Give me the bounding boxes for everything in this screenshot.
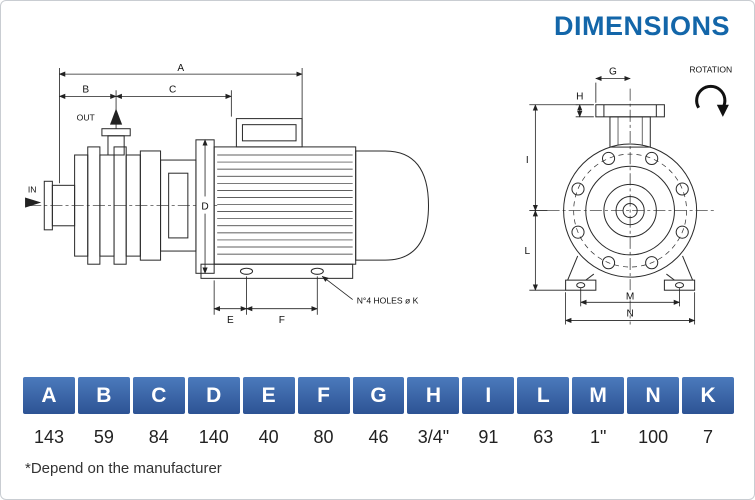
table-header-e: E	[242, 377, 295, 414]
dim-label-b: B	[82, 84, 89, 95]
dim-label-m: M	[626, 291, 634, 302]
in-port-label: IN	[28, 184, 37, 194]
dim-label-l: L	[524, 246, 530, 257]
table-value-d: 140	[198, 427, 229, 447]
table-header-f: F	[297, 377, 350, 414]
out-flow-arrow-icon	[110, 108, 123, 125]
table-header-b: B	[77, 377, 130, 414]
dim-label-f: F	[279, 315, 285, 326]
table-header-m: M	[572, 377, 625, 414]
front-view-outline	[547, 88, 715, 325]
out-port-label: OUT	[77, 113, 96, 123]
table-value-n: 100	[638, 427, 669, 447]
table-header-g: G	[352, 377, 405, 414]
dim-label-n: N	[626, 308, 633, 319]
table-value-g: 46	[368, 427, 389, 447]
table-header-k: K	[682, 377, 734, 414]
table-header-a: A	[23, 377, 75, 414]
page-title: DIMENSIONS	[553, 11, 730, 41]
table-value-h: 3/4"	[417, 427, 450, 447]
table-value-c: 84	[148, 427, 169, 447]
manufacturer-note: *Depend on the manufacturer	[25, 460, 222, 477]
table-header-h: H	[407, 377, 460, 414]
dimension-lines-right	[529, 75, 696, 325]
dim-label-a: A	[177, 63, 184, 74]
rotation-arrowhead-icon	[716, 104, 729, 117]
pump-side-view-drawing: A B C D E F OUT IN N°4 HOLES ø K	[25, 63, 430, 326]
table-header-row: A B C D E F G H I L M N K	[23, 377, 734, 414]
pump-front-view-drawing: G H I L M N ROTATION	[524, 64, 732, 325]
table-value-m: 1"	[589, 427, 607, 447]
table-value-b: 59	[93, 427, 114, 447]
rotation-arrow-icon	[695, 84, 727, 109]
dim-label-box	[197, 196, 213, 214]
holes-note-label: N°4 HOLES ø K	[357, 296, 419, 306]
table-value-l: 63	[533, 427, 554, 447]
table-value-a: 143	[33, 427, 64, 447]
in-flow-arrow-icon	[25, 197, 42, 208]
dimensions-table: A B C D E F G H I L M N K 143 59 84 140 …	[23, 377, 734, 448]
table-header-d: D	[187, 377, 240, 414]
table-header-i: I	[462, 377, 515, 414]
bolt-holes	[571, 151, 689, 270]
table-header-n: N	[627, 377, 680, 414]
table-value-k: 7	[703, 427, 714, 447]
motor-fins	[217, 154, 353, 255]
table-value-row: 143 59 84 140 40 80 46 3/4" 91 63 1" 100…	[23, 427, 734, 448]
table-value-i: 91	[478, 427, 499, 447]
dim-label-e: E	[227, 315, 234, 326]
pump-outline	[29, 118, 430, 279]
dimension-lines-left	[58, 68, 353, 315]
table-value-f: 80	[313, 427, 334, 447]
dim-label-h: H	[576, 92, 583, 103]
dim-label-g: G	[609, 67, 617, 78]
rotation-label: ROTATION	[689, 64, 732, 74]
dim-label-box	[623, 290, 638, 301]
table-header-l: L	[517, 377, 570, 414]
dim-label-c: C	[169, 84, 176, 95]
dim-label-d: D	[201, 202, 208, 213]
dim-label-i: I	[526, 155, 529, 166]
table-value-e: 40	[258, 427, 279, 447]
table-header-c: C	[132, 377, 185, 414]
